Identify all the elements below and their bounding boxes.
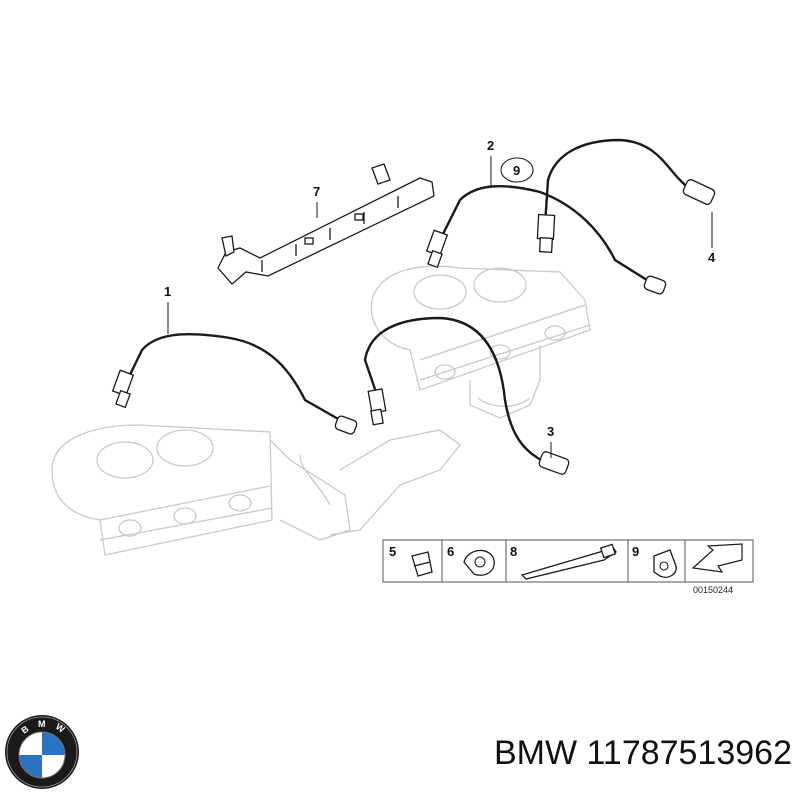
oxygen-sensor-1 (111, 333, 358, 435)
callout-2: 2 (487, 138, 494, 186)
oxygen-sensor-4 (536, 138, 716, 253)
brand-part-number: BMW 11787513962 (493, 734, 792, 772)
callout-9-label: 9 (513, 163, 520, 178)
legend-item-6: 6 (447, 544, 454, 559)
callout-4: 4 (708, 212, 716, 265)
oxygen-sensor-3 (363, 316, 570, 475)
oxygen-sensor-2 (425, 184, 667, 295)
legend-item-5: 5 (389, 544, 396, 559)
callout-9: 9 (500, 157, 534, 183)
svg-text:B: B (19, 723, 30, 735)
callout-3-label: 3 (547, 424, 554, 439)
callout-4-label: 4 (708, 250, 716, 265)
bmw-logo: B M W (5, 715, 79, 789)
sensor-bracket (217, 163, 435, 285)
legend-item-9: 9 (632, 544, 639, 559)
callout-2-label: 2 (487, 138, 494, 153)
svg-text:M: M (38, 719, 46, 729)
legend-box: 5 6 8 9 00150244 (382, 539, 754, 595)
exhaust-manifold-right (370, 265, 591, 419)
exhaust-manifold-left (51, 424, 461, 556)
callout-7-label: 7 (313, 184, 320, 199)
arrow-icon (691, 543, 743, 573)
callout-3: 3 (547, 424, 554, 458)
callout-7: 7 (313, 184, 320, 218)
reference-number: 00150244 (693, 585, 733, 595)
legend-item-8: 8 (510, 544, 517, 559)
callout-1-label: 1 (164, 284, 171, 299)
callout-1: 1 (164, 284, 171, 334)
